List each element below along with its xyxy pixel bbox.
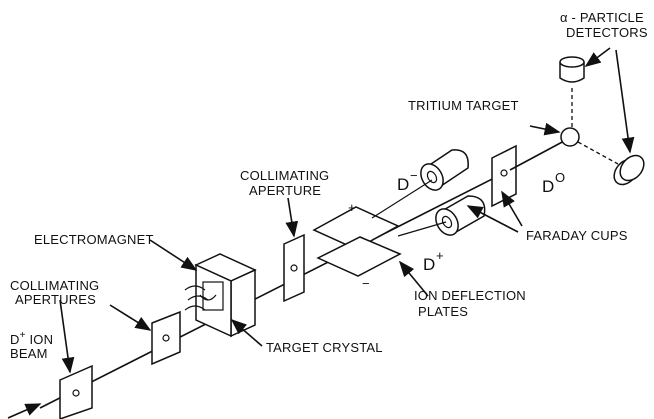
d-plus-label: D: [423, 255, 435, 274]
tritium-target-pointer: [529, 122, 561, 136]
faraday-cup-d-plus: [435, 195, 486, 236]
faraday-cups-label: FARADAY CUPS: [526, 228, 628, 243]
target-crystal-pointer: [230, 318, 263, 347]
plus-sign: +: [348, 200, 356, 215]
electromagnet-pointer: [149, 239, 198, 271]
d-minus-beam: [371, 179, 433, 219]
collimating-aperture-pointer: [285, 197, 299, 238]
ion-deflection-pointer: [398, 260, 429, 297]
detector-pointer-right: [615, 49, 635, 154]
collimating-apertures-pointer-2: [109, 304, 152, 331]
ion-beam-label-1: D+ ION: [10, 330, 53, 347]
ion-beam-sup: +: [20, 330, 26, 341]
electromagnet-label: ELECTROMAGNET: [34, 232, 154, 247]
ion-beam-ion: ION: [26, 332, 54, 347]
tritium-target-label: TRITIUM TARGET: [408, 98, 519, 113]
collimating-aperture-plate-1: [59, 364, 93, 419]
minus-sign: −: [362, 276, 370, 291]
ion-beam-label-2: BEAM: [10, 346, 48, 361]
faraday-cups-pointer-2: [501, 190, 523, 227]
beam-line: [39, 169, 511, 409]
faraday-cups-pointer-1: [466, 205, 519, 233]
ion-deflection-label-1: ION DEFLECTION: [414, 288, 526, 303]
lower-deflection-plate: [316, 236, 402, 277]
d-zero-beam: [509, 139, 567, 171]
collimating-apertures-label-1: COLLIMATING: [10, 278, 99, 293]
ion-deflection-plates: [312, 206, 402, 277]
tritium-target-sphere: [560, 127, 580, 147]
d-minus-label: D: [397, 175, 409, 194]
ion-beam-d: D: [10, 332, 20, 347]
d-plus-beam: [397, 221, 447, 237]
detector-pointer-top: [584, 47, 611, 67]
alpha-detectors-label-1: α - PARTICLE: [560, 10, 644, 25]
collimating-apertures-pointer-1: [59, 299, 75, 374]
collimating-aperture-label-1: COLLIMATING: [240, 168, 329, 183]
alpha-detector-top: [559, 56, 585, 83]
collimating-apertures-label-2: APERTURES: [15, 292, 96, 307]
incoming-beam-arrow: [7, 403, 42, 419]
collimating-aperture-plate-3: [283, 233, 305, 303]
d-zero-sup: O: [555, 170, 565, 185]
alpha-detector-right: [613, 154, 645, 186]
d-minus-sup: −: [410, 168, 418, 183]
target-crystal-label: TARGET CRYSTAL: [266, 340, 383, 355]
upper-deflection-plate: [312, 206, 400, 250]
ion-deflection-label-2: PLATES: [418, 304, 468, 319]
collimating-aperture-label-2: APERTURE: [249, 183, 321, 198]
d-zero-label: D: [542, 177, 554, 196]
dashed-path-right: [577, 141, 619, 165]
electromagnet-block: [184, 253, 257, 338]
collimating-aperture-plate-4: [491, 144, 517, 208]
faraday-cup-d-minus: [420, 149, 469, 191]
alpha-detectors-label-2: DETECTORS: [566, 25, 648, 40]
collimating-aperture-plate-2: [151, 310, 181, 366]
d-plus-sup: +: [436, 248, 444, 263]
